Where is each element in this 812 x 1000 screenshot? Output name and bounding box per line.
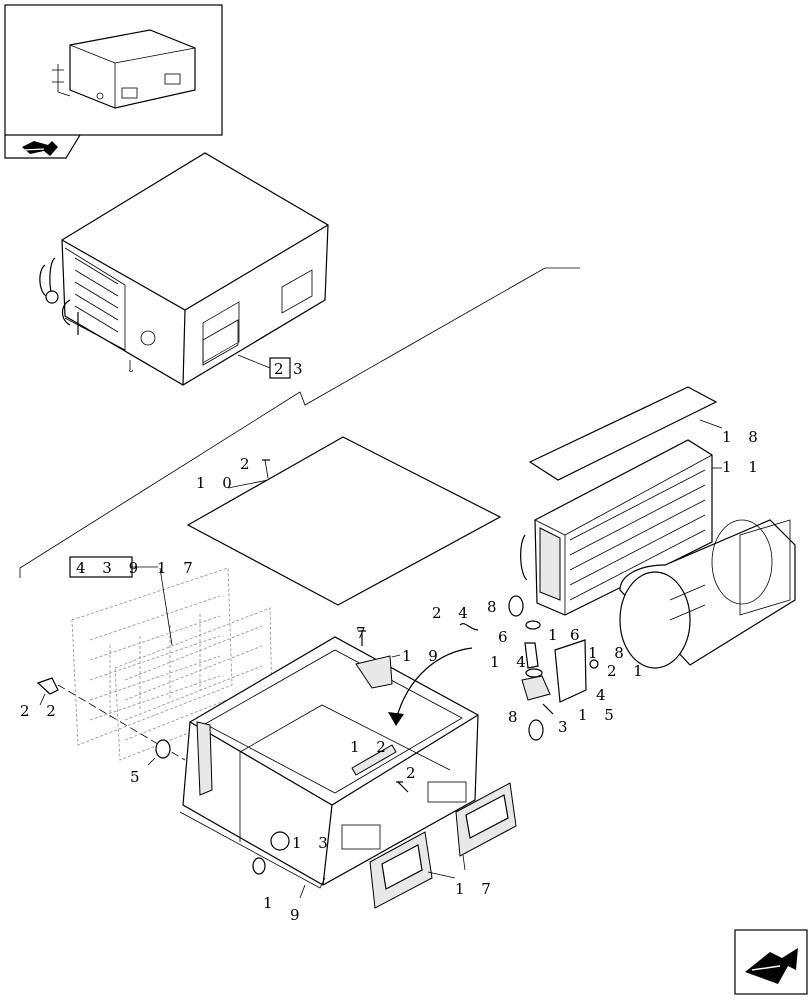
callout-9: 9 [290,906,306,924]
section-leader [19,267,580,578]
cap-8-bottom [528,719,544,741]
filter-ghost-17 [71,567,273,761]
grommet-1-shape [252,857,266,875]
callout-16: 1 [548,626,564,644]
bracket-15-shape [554,639,587,703]
callout-18-top: 1 8 [722,428,764,446]
callout-2-bottom: 2 [406,764,422,782]
callout-2-top: 2 [240,455,256,473]
cover-plate-10 [186,436,502,606]
screw-2-shape [396,781,409,793]
ref-439-tail-label: 1 7 [157,559,199,577]
bracket-19-shape [355,655,393,689]
clamp-22-shape [36,677,59,695]
blower-21 [619,519,796,669]
nut-4-shape [589,659,599,669]
callout-6-left: 6 [498,628,514,646]
callout-5: 5 [130,768,146,786]
screw-3-shape [542,703,554,715]
callout-13: 1 3 [292,834,334,852]
callout-19: 1 9 [402,647,444,665]
callout-15: 1 5 [578,706,620,724]
callout-18-mid: 1 8 [588,644,630,662]
callout-3: 3 [558,718,574,736]
install-arrow [395,647,473,721]
callout-22: 2 2 [20,702,62,720]
evaporator-core-11 [520,439,722,616]
callout-11: 1 1 [722,458,764,476]
valve-14-shape [521,675,551,701]
callout-6-right: 6 [570,626,586,644]
callout-8-bottom: 8 [508,708,524,726]
callout-21: 2 1 [607,662,649,680]
callout-12: 1 2 [350,738,392,756]
back-arrow-icon[interactable] [22,141,58,156]
grommet-5-shape [155,739,171,759]
cap-8-top [508,595,524,617]
callout-10: 1 0 [196,474,238,492]
o-ring-6-top [525,620,541,630]
thumbnail-frame[interactable] [4,4,223,159]
clip-24-shape [459,623,479,631]
valve-body-16 [524,642,539,669]
baffle-12-shape [351,744,397,776]
ref-439-box-label: 4 3 9 [76,559,144,577]
callout-1: 1 [263,894,279,912]
callout-4: 4 [596,686,612,704]
grille-pair-17 [369,782,517,909]
callout-8-top: 8 [487,598,503,616]
callout-7: 7 [356,624,372,642]
housing-assembly-23 [39,152,329,386]
seal-strip-18 [528,386,718,481]
next-arrow-icon[interactable] [734,929,808,995]
ref-box-439[interactable]: 4 3 9 1 7 [69,556,199,578]
ref-23-tail-label: 3 [293,360,309,378]
callout-14: 1 4 [490,653,532,671]
assembly-thumbnail-icon [52,29,196,109]
ref-23-box-label: 2 [274,360,290,378]
callout-17-bottom: 1 7 [455,880,497,898]
callout-24: 2 4 [432,604,474,622]
ref-box-23[interactable]: 2 3 [269,357,309,379]
